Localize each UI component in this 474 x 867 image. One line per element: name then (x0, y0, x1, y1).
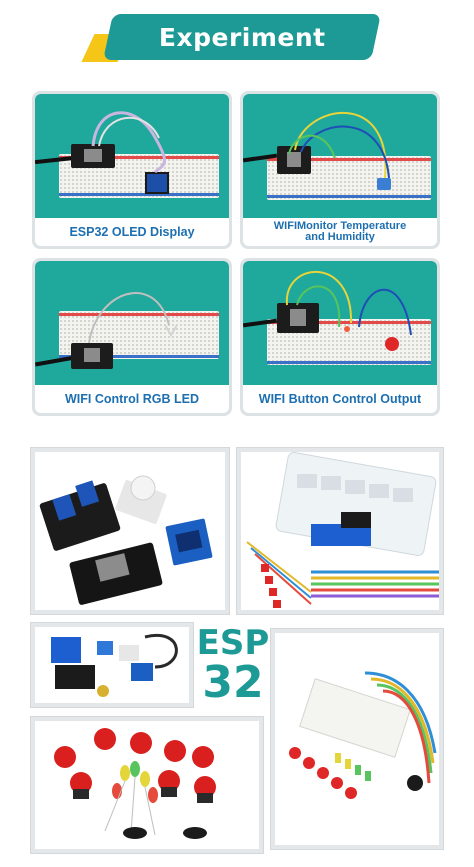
breadboard-kit-photo (275, 633, 439, 845)
photo-panel-modules (30, 447, 230, 615)
experiment-caption: ESP32 OLED Display (35, 218, 229, 246)
experiment-photo (243, 261, 437, 385)
experiment-card-button[interactable]: WIFI Button Control Output (240, 258, 440, 416)
page-title: Experiment (158, 22, 326, 52)
experiment-card-rgb-led[interactable]: WIFI Control RGB LED (32, 258, 232, 416)
buttons-leds-photo (35, 721, 259, 849)
kit-box-photo (241, 452, 439, 610)
experiment-photo (35, 261, 229, 385)
experiment-photo (243, 94, 437, 218)
header-banner: Experiment (103, 14, 381, 60)
experiment-card-oled[interactable]: ESP32 OLED Display (32, 91, 232, 249)
photo-panel-kit-box (236, 447, 444, 615)
experiment-photo (35, 94, 229, 218)
esp32-logo: ESP 32 (196, 623, 270, 708)
experiment-caption: WIFI Control RGB LED (35, 385, 229, 413)
experiment-caption: WIFI Button Control Output (243, 385, 437, 413)
accessories-photo (35, 627, 189, 703)
photo-panel-accessories (30, 622, 194, 708)
photo-panel-breadboard-kit (270, 628, 444, 850)
modules-photo (35, 452, 225, 610)
photo-panel-buttons-leds (30, 716, 264, 854)
